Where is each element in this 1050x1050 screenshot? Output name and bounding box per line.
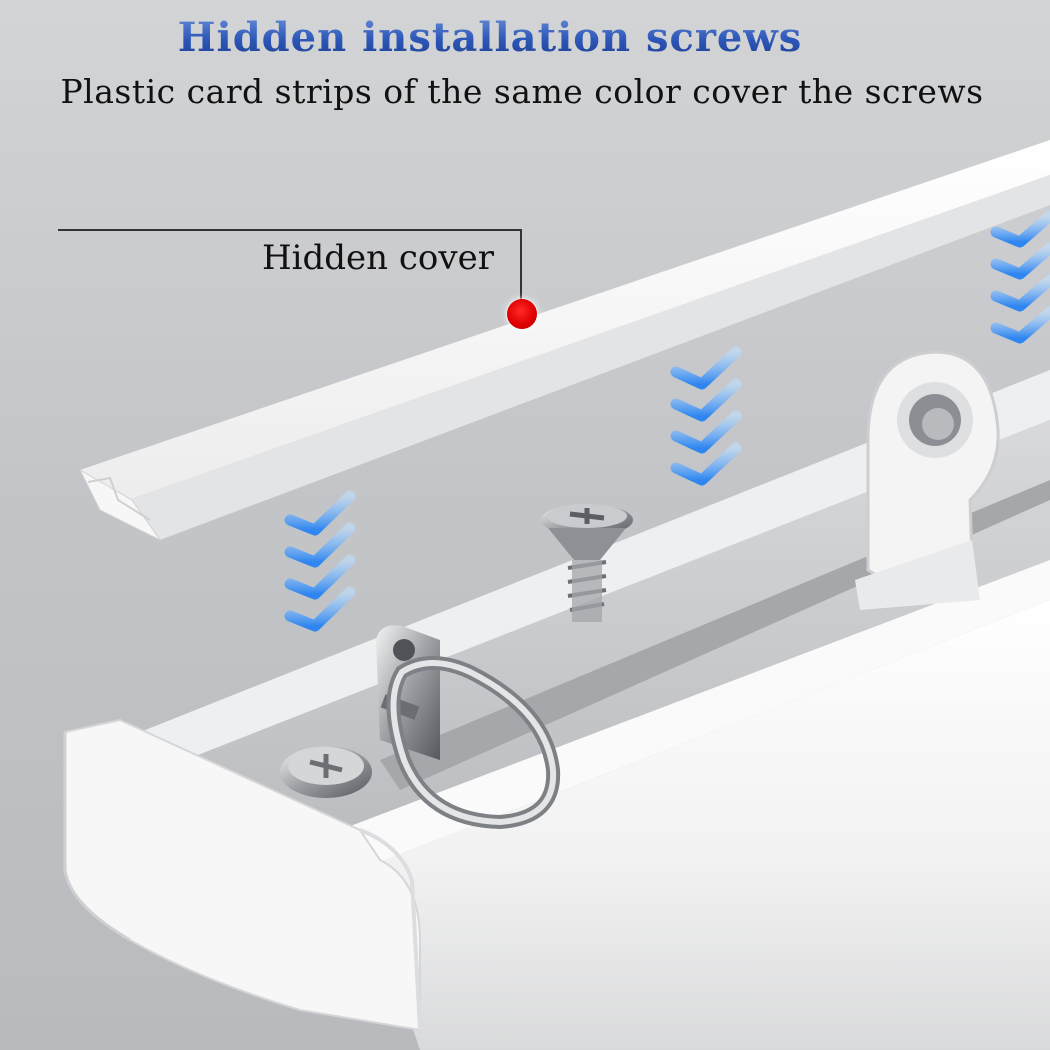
eyelet-hook-icon bbox=[855, 350, 1000, 610]
callout-marker-dot bbox=[507, 299, 537, 329]
callout-leader-line bbox=[58, 229, 522, 231]
hidden-cover-strip bbox=[78, 140, 1050, 541]
callout-leader-line-vertical bbox=[520, 229, 522, 311]
page-title: Hidden installation screws bbox=[0, 14, 980, 61]
down-chevron-arrows-icon bbox=[284, 210, 1050, 632]
oval-ring-icon bbox=[376, 625, 561, 830]
cap-screw-icon bbox=[280, 746, 372, 798]
screw-icon bbox=[541, 504, 633, 622]
hidden-cover-label: Hidden cover bbox=[262, 238, 494, 278]
page-subtitle: Plastic card strips of the same color co… bbox=[60, 72, 984, 111]
